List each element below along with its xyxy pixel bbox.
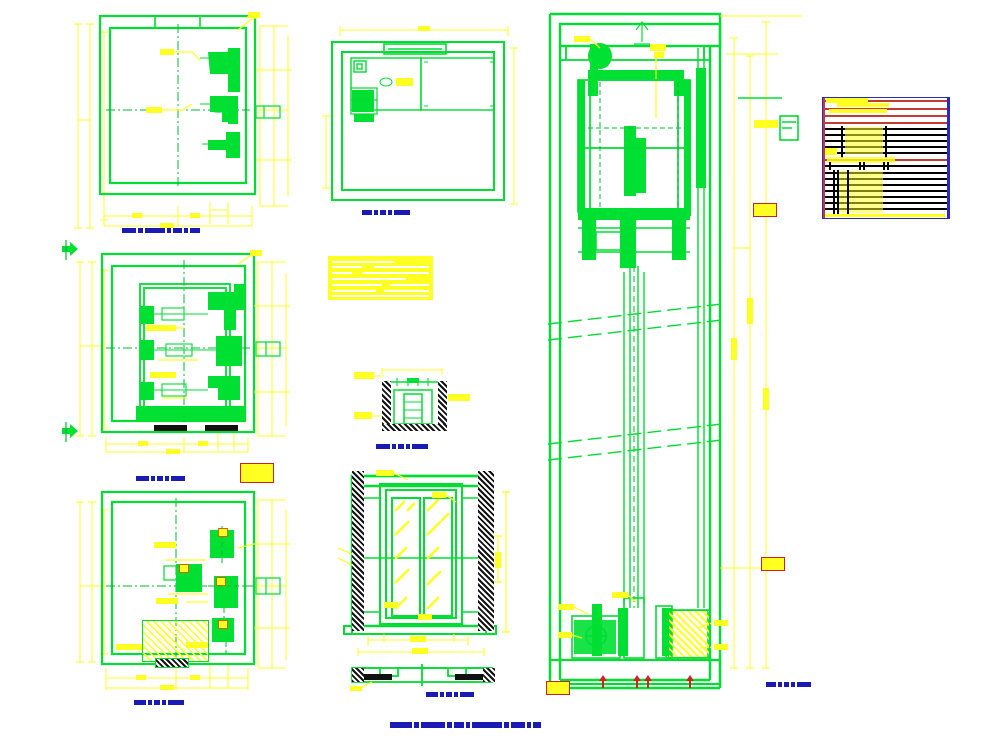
- caption-section-shaft: [766, 682, 811, 687]
- door-wall-left: [352, 471, 364, 631]
- tag-detail-a: [240, 463, 274, 483]
- view-plan-cabin: [62, 240, 290, 454]
- view-section-shaft: [547, 12, 802, 690]
- view-plan-machine-room: [74, 11, 292, 229]
- specification-table[interactable]: [822, 97, 950, 219]
- caption-plan-pit: [134, 700, 184, 705]
- view-plan-pit: [76, 490, 290, 690]
- caption-plan-machine-room: [122, 228, 200, 233]
- jamb-wall-left: [382, 381, 391, 430]
- tag-buffer-3: [216, 577, 226, 586]
- pit-entry-hatch: [155, 658, 189, 668]
- general-notes-block: [328, 256, 433, 300]
- jamb-wall-right: [438, 381, 447, 430]
- pit-buffer-slab: [142, 620, 209, 662]
- cabin-sill-right: [205, 425, 238, 431]
- tag-detail-c: [761, 557, 785, 571]
- door-sill-hatch-left: [352, 668, 364, 682]
- tag-buffer-1: [218, 528, 228, 537]
- cabin-sill-left: [154, 425, 187, 431]
- door-sill-plate-left: [364, 674, 392, 680]
- tag-buffer-4: [218, 620, 228, 629]
- door-sill-plate-right: [455, 674, 483, 680]
- jamb-wall-bottom: [382, 424, 447, 431]
- caption-plan-cabin: [136, 476, 185, 481]
- main-title: [390, 722, 541, 728]
- view-elevation-door: [338, 470, 510, 691]
- door-wall-right: [478, 471, 494, 631]
- tag-buffer-2: [179, 564, 189, 573]
- caption-elevation-door: [426, 692, 474, 697]
- view-machine-room-detail: [322, 26, 518, 205]
- caption-machine-room-detail: [362, 210, 410, 215]
- door-sill-hatch-right: [483, 668, 495, 682]
- caption-detail-door-jamb: [376, 444, 428, 449]
- tag-detail-b: [753, 203, 777, 217]
- pit-load-arrows: [599, 675, 694, 688]
- counterweight-buffer-hatch: [668, 610, 710, 658]
- tag-detail-d: [546, 681, 570, 695]
